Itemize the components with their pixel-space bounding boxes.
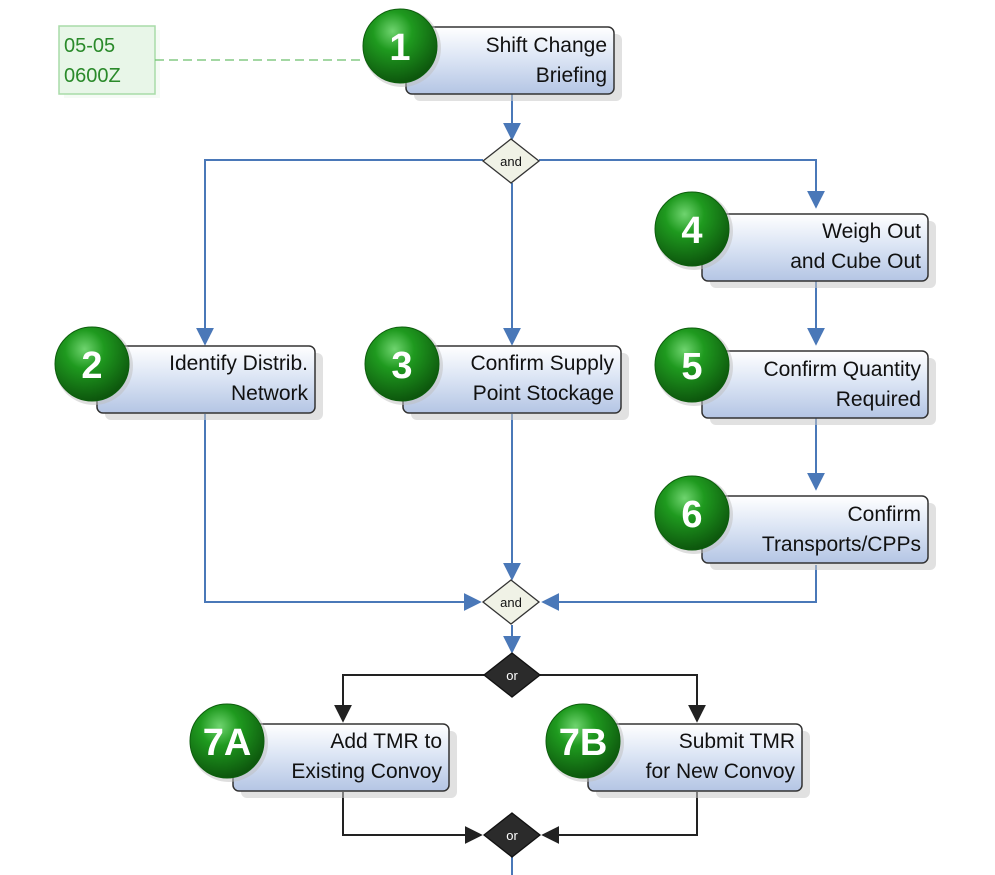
step-number-badge bbox=[545, 703, 621, 779]
step-number-badge bbox=[654, 475, 730, 551]
step-label-line2: Network bbox=[231, 382, 309, 405]
step-label-line1: Confirm Supply bbox=[470, 352, 614, 375]
gate-label: or bbox=[506, 668, 518, 683]
step-4[interactable]: 4 Weigh Out and Cube Out bbox=[654, 191, 936, 288]
step-label-line2: Existing Convoy bbox=[291, 760, 442, 783]
step-label-line2: Required bbox=[836, 388, 921, 411]
gate-label: and bbox=[500, 154, 522, 169]
step-label-line2: Briefing bbox=[536, 64, 607, 87]
step-5[interactable]: 5 Confirm Quantity Required bbox=[654, 327, 936, 425]
gate-or-split[interactable]: or bbox=[482, 652, 542, 698]
connector-6-to-join bbox=[541, 565, 817, 611]
step-number: 5 bbox=[681, 346, 702, 388]
gate-or-join[interactable]: or bbox=[482, 812, 542, 858]
connector-and-to-4 bbox=[539, 159, 825, 209]
gate-label: or bbox=[506, 828, 518, 843]
step-number-badge bbox=[654, 191, 730, 267]
step-label-line1: Identify Distrib. bbox=[169, 352, 308, 375]
step-label-line2: for New Convoy bbox=[646, 760, 796, 783]
step-label-line2: Point Stockage bbox=[473, 382, 614, 405]
step-number: 4 bbox=[681, 210, 702, 252]
step-7b[interactable]: 7B Submit TMR for New Convoy bbox=[545, 703, 810, 798]
step-label-line1: Shift Change bbox=[486, 34, 607, 57]
connector-or-to-7a bbox=[334, 674, 484, 723]
step-7a[interactable]: 7A Add TMR to Existing Convoy bbox=[189, 703, 457, 798]
step-label-line2: and Cube Out bbox=[790, 250, 921, 273]
step-number-badge bbox=[362, 8, 438, 84]
connector-2-to-join bbox=[204, 414, 482, 611]
timestamp-note: 05-05 0600Z bbox=[58, 25, 160, 98]
step-6[interactable]: 6 Confirm Transports/CPPs bbox=[654, 475, 936, 570]
gate-and-join[interactable]: and bbox=[481, 579, 541, 625]
step-number: 7A bbox=[203, 722, 252, 764]
step-number-badge bbox=[54, 326, 130, 402]
or-connectors bbox=[334, 674, 706, 844]
step-label-line2: Transports/CPPs bbox=[762, 533, 921, 556]
step-label-line1: Weigh Out bbox=[822, 220, 921, 243]
timestamp-time: 0600Z bbox=[64, 65, 121, 87]
connectors bbox=[196, 93, 825, 875]
step-label-line1: Confirm bbox=[847, 503, 921, 526]
step-label-line1: Confirm Quantity bbox=[763, 358, 921, 381]
gate-label: and bbox=[500, 595, 522, 610]
step-number-badge bbox=[654, 327, 730, 403]
step-number-badge bbox=[189, 703, 265, 779]
step-number: 3 bbox=[391, 345, 412, 387]
gate-and-split[interactable]: and bbox=[481, 138, 541, 184]
step-number: 6 bbox=[681, 494, 702, 536]
connector-7b-to-or bbox=[541, 792, 698, 844]
step-number: 7B bbox=[559, 722, 608, 764]
step-2[interactable]: 2 Identify Distrib. Network bbox=[54, 326, 323, 420]
step-3[interactable]: 3 Confirm Supply Point Stockage bbox=[364, 326, 629, 420]
connector-and-to-2 bbox=[196, 159, 483, 346]
step-number-badge bbox=[364, 326, 440, 402]
timestamp-date: 05-05 bbox=[64, 35, 115, 57]
connector-7a-to-or bbox=[342, 792, 483, 844]
step-number: 2 bbox=[81, 345, 102, 387]
step-1[interactable]: 1 Shift Change Briefing bbox=[362, 8, 622, 101]
connector-or-to-7b bbox=[540, 674, 706, 723]
step-label-line1: Add TMR to bbox=[330, 730, 442, 753]
step-number: 1 bbox=[389, 27, 410, 69]
step-label-line1: Submit TMR bbox=[679, 730, 795, 753]
